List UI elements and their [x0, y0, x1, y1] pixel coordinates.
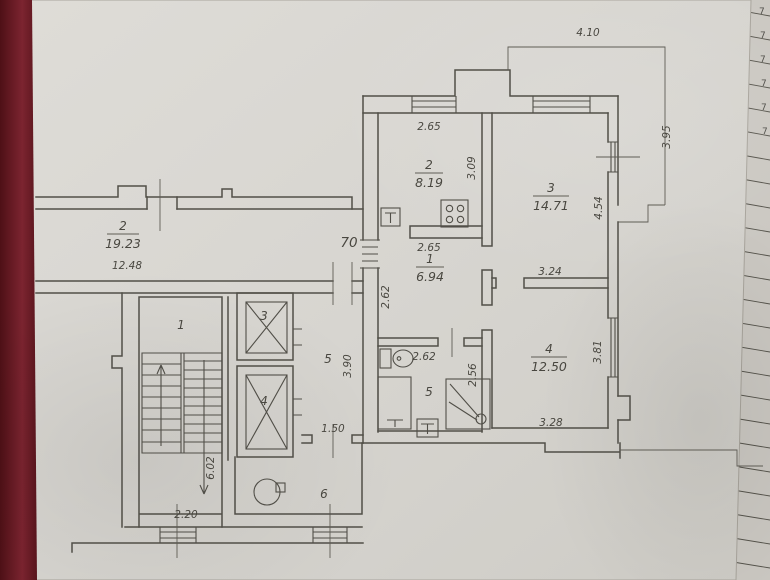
- stairwell-number: 1: [177, 318, 185, 332]
- hall-area: 6.94: [416, 269, 444, 284]
- bathroom-fixtures: [377, 348, 491, 438]
- photo-shadow: [0, 270, 400, 580]
- lobby-door-ticks: [332, 262, 353, 305]
- floor-plan-drawing: 2 19.23 12.48 2.65 2 8.19 3.09 2.65 1 6.…: [35, 27, 763, 558]
- kitchen-sink-icon: [380, 207, 401, 227]
- corridor-length-dim: 12.48: [112, 260, 142, 272]
- room3-area: 14.71: [533, 198, 569, 213]
- corridor-number: 2: [119, 219, 127, 233]
- lobby-number: 5: [324, 352, 332, 366]
- room4-side-window: [608, 317, 618, 378]
- plan-labels: 2 19.23 12.48 2.65 2 8.19 3.09 2.65 1 6.…: [105, 27, 673, 521]
- bathtub-icon: [377, 376, 412, 430]
- stove-icon: [440, 199, 469, 228]
- garbage-chute-icon: [253, 478, 286, 506]
- elevator-x-icon: [245, 374, 288, 450]
- kitchen-depth-dim: 3.09: [466, 156, 478, 180]
- stairwell-walls: [71, 292, 364, 558]
- room4-width-dim: 3.28: [539, 417, 563, 429]
- room3-width-dim: 3.24: [538, 266, 561, 278]
- elevator-door-jambs: [293, 328, 302, 416]
- corridor-area: 19.23: [105, 236, 141, 251]
- entrance-door: [360, 239, 380, 269]
- toilet-icon: [379, 348, 414, 369]
- kitchen-number: 2: [425, 158, 433, 172]
- stairwell-width-dim: 2.20: [174, 509, 198, 521]
- kitchen-area: 8.19: [415, 175, 443, 190]
- stairs: [141, 352, 223, 495]
- room3-number: 3: [547, 181, 555, 195]
- kitchen-width-dim: 2.65: [417, 121, 441, 133]
- stairs-up-arrow: [156, 364, 166, 446]
- elevator-shafts: [236, 292, 302, 458]
- dimension-ticks: [176, 504, 331, 558]
- lobby-door-dim: 1.50: [321, 423, 345, 435]
- hall-number: 1: [426, 252, 434, 266]
- bathroom-number: 5: [425, 385, 433, 399]
- bathroom-depth-dim: 2.56: [467, 363, 479, 387]
- stairs-down-arrow: [199, 360, 209, 495]
- room3-window: [532, 96, 591, 113]
- bathroom-width-dim: 2.62: [412, 351, 436, 363]
- balcony-width-dim: 4.10: [576, 27, 600, 39]
- room3-depth-dim: 4.54: [593, 196, 605, 219]
- balcony-depth-dim: 3.95: [661, 125, 673, 149]
- kitchen-window: [411, 96, 457, 113]
- lobby-depth-dim: 3.90: [342, 354, 354, 378]
- entrance-door-width: 70: [340, 235, 357, 251]
- hall-depth-dim: 2.62: [380, 285, 392, 309]
- kitchen-fixtures: [380, 199, 469, 228]
- shower-tray-icon: [445, 378, 491, 430]
- apartment-walls: [360, 46, 763, 467]
- elevator-b-number: 4: [260, 394, 268, 408]
- lobby-chute-walls: [234, 424, 364, 515]
- chute-room-number: 6: [320, 487, 328, 501]
- room4-depth-dim: 3.81: [592, 340, 604, 363]
- bottom-windows: [159, 527, 348, 543]
- elevator-a: [236, 292, 294, 361]
- hall-width-dim: 2.65: [417, 242, 441, 254]
- room4-area: 12.50: [531, 359, 567, 374]
- photo-shadow-right: [540, 200, 770, 580]
- stairwell-depth-dim: 6.02: [205, 456, 217, 480]
- balcony-outline: [507, 46, 666, 223]
- elevator-b: [236, 365, 294, 458]
- washbasin-icon: [416, 418, 439, 438]
- room3-side-window: [608, 141, 618, 173]
- room4-number: 4: [545, 342, 553, 356]
- elevator-x-icon: [245, 301, 288, 354]
- elevator-a-number: 3: [260, 309, 268, 323]
- neighbor-outline: [620, 449, 763, 467]
